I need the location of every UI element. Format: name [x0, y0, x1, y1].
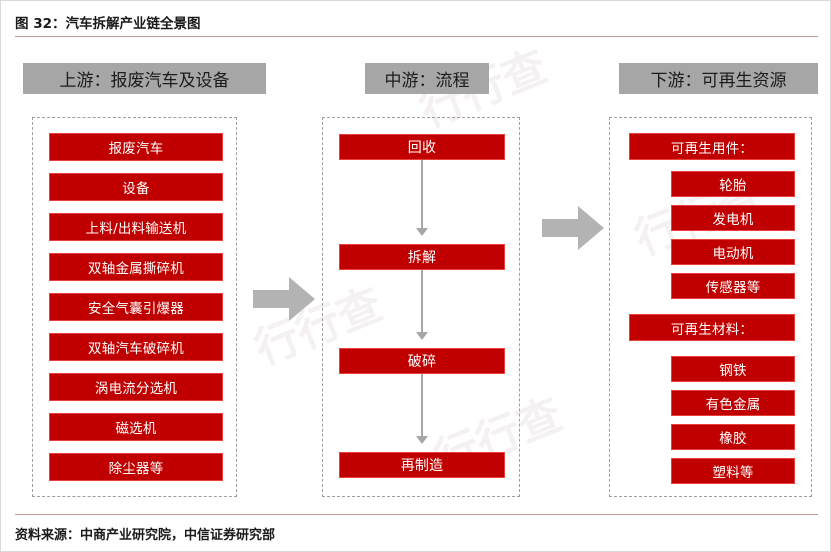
downstream-item[interactable]: 电动机: [671, 239, 795, 265]
flow-arrow-down-icon: [416, 228, 428, 236]
downstream-item[interactable]: 有色金属: [671, 390, 795, 416]
upstream-item[interactable]: 双轴金属撕碎机: [49, 253, 223, 281]
downstream-item[interactable]: 发电机: [671, 205, 795, 231]
source-note: 资料来源：中商产业研究院，中信证券研究部: [15, 528, 276, 543]
upstream-item[interactable]: 除尘器等: [49, 453, 223, 481]
upstream-item[interactable]: 设备: [49, 173, 223, 201]
downstream-group-header[interactable]: 可再生材料：: [629, 314, 795, 341]
stage-header-upstream: 上游：报废汽车及设备: [23, 63, 266, 94]
flow-arrow-down-icon: [416, 436, 428, 444]
figure-title-bar: 图 32：汽车拆解产业链全景图: [1, 1, 830, 41]
upstream-item[interactable]: 双轴汽车破碎机: [49, 333, 223, 361]
arrow-right-icon-upstream-to-midstream: [253, 277, 315, 321]
downstream-group-header[interactable]: 可再生用件：: [629, 133, 795, 160]
downstream-item[interactable]: 塑料等: [671, 458, 795, 484]
downstream-item[interactable]: 钢铁: [671, 356, 795, 382]
footer-divider: [15, 514, 818, 515]
downstream-item[interactable]: 橡胶: [671, 424, 795, 450]
title-divider: [15, 36, 818, 37]
stage-header-midstream: 中游：流程: [365, 63, 489, 94]
stage-header-downstream: 下游：可再生资源: [619, 63, 818, 94]
upstream-item[interactable]: 安全气囊引爆器: [49, 293, 223, 321]
upstream-item[interactable]: 磁选机: [49, 413, 223, 441]
upstream-item[interactable]: 涡电流分选机: [49, 373, 223, 401]
flow-connector-line: [421, 270, 423, 332]
downstream-column: 可再生用件： 轮胎 发电机 电动机 传感器等 可再生材料： 钢铁 有色金属 橡胶…: [609, 117, 812, 497]
midstream-column: 回收 拆解 破碎 再制造: [322, 117, 520, 497]
midstream-item[interactable]: 破碎: [339, 348, 505, 374]
upstream-column: 报废汽车 设备 上料/出料输送机 双轴金属撕碎机 安全气囊引爆器 双轴汽车破碎机…: [32, 117, 237, 497]
page-title: 图 32：汽车拆解产业链全景图: [15, 16, 201, 32]
downstream-item[interactable]: 传感器等: [671, 273, 795, 299]
flow-connector-line: [421, 374, 423, 436]
midstream-item[interactable]: 再制造: [339, 452, 505, 478]
downstream-item[interactable]: 轮胎: [671, 171, 795, 197]
flow-connector-line: [421, 160, 423, 228]
midstream-item[interactable]: 拆解: [339, 244, 505, 270]
upstream-item[interactable]: 报废汽车: [49, 133, 223, 161]
arrow-right-icon-midstream-to-downstream: [542, 206, 604, 250]
flow-arrow-down-icon: [416, 332, 428, 340]
upstream-item[interactable]: 上料/出料输送机: [49, 213, 223, 241]
midstream-item[interactable]: 回收: [339, 134, 505, 160]
